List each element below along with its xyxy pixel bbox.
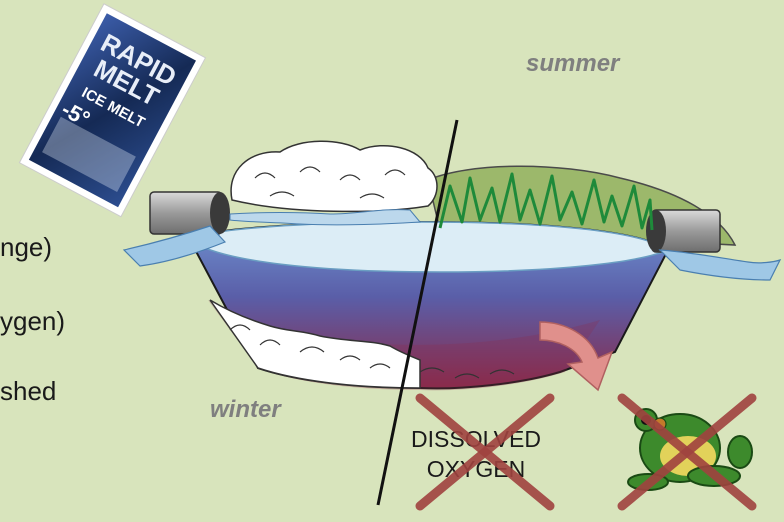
snowmelt-stream [230, 210, 420, 225]
winter-label: winter [210, 396, 281, 424]
dissolved-oxygen-line-1: DISSOLVED [404, 424, 548, 454]
dissolved-oxygen-label: DISSOLVED OXYGEN [404, 424, 548, 484]
left-text-line-3: shed [0, 376, 56, 406]
left-text-line-2: ygen) [0, 306, 65, 336]
dissolved-oxygen-line-2: OXYGEN [404, 454, 548, 484]
right-outflow-pipe [646, 210, 780, 280]
ice-melt-bag: RAPID MELT ICE MELT -5° [19, 4, 205, 217]
summer-label: summer [526, 50, 619, 78]
snow-pile [231, 141, 437, 211]
left-text-line-1: nge) [0, 232, 52, 262]
